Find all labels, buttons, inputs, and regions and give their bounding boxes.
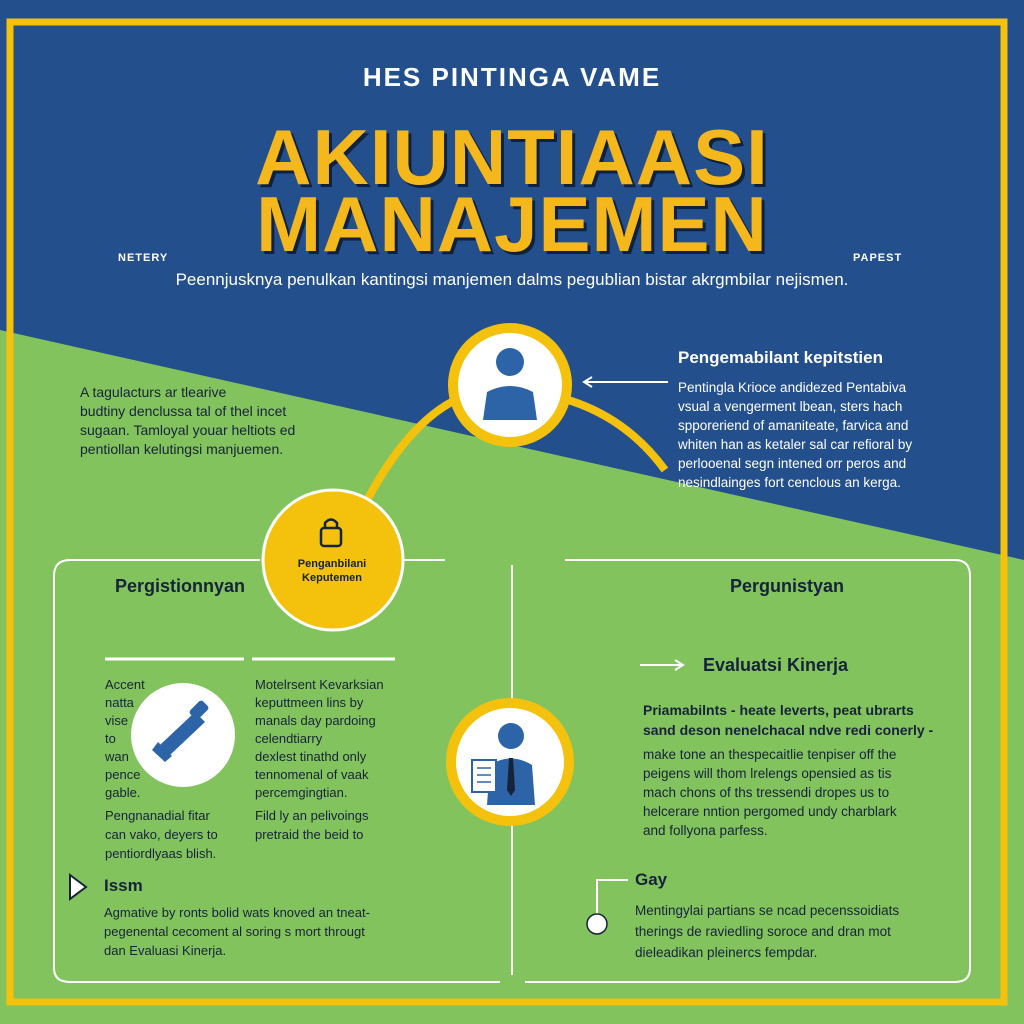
- triangle-marker: [69, 873, 88, 901]
- right-bold-line: sand deson nenelchacal ndve redi conerly…: [643, 722, 934, 738]
- right-intro-line: Pentingla Krioce andidezed Pentabiva: [678, 380, 907, 395]
- center-circle-label: Penganbilani Keputemen: [262, 557, 402, 585]
- left-col1-line: gable.: [105, 785, 141, 800]
- left-col2-line: celendtiarry: [255, 731, 323, 746]
- left-col1-bottom-line: Pengnanadial fitar: [105, 808, 210, 823]
- left-col1-line: natta: [105, 695, 134, 710]
- left-intro-line: budtiny denclussa tal of thel incet: [80, 403, 287, 419]
- title-line-2: MANAJEMEN: [256, 180, 768, 268]
- left-col1-bottom: Pengnanadial fitar can vako, deyers to p…: [105, 806, 218, 863]
- bullet-circle: [586, 913, 608, 935]
- left-intro: A tagulacturs ar tlearive budtiny denclu…: [80, 383, 295, 459]
- right-intro: Pentingla Krioce andidezed Pentabiva vsu…: [678, 378, 912, 492]
- right-body-line: helcerare nntion pergomed undy charblark: [643, 804, 897, 819]
- right-sub-line: Mentingylai partians se ncad pecenssoidi…: [635, 903, 900, 918]
- tag-right: PAPEST: [853, 252, 903, 264]
- outer-frame: [6, 18, 1008, 1006]
- left-col1-line: wan: [105, 749, 129, 764]
- right-body-line: and follyona parfess.: [643, 823, 768, 838]
- right-sub: Mentingylai partians se ncad pecenssoidi…: [635, 900, 899, 963]
- title-line-1: AKIUNTIAASI: [255, 113, 769, 201]
- right-intro-line: whiten han as ketaler sal car refioral b…: [678, 437, 913, 452]
- tag-left: NETERY: [118, 252, 169, 264]
- center-circle-label-line: Keputemen: [302, 572, 362, 584]
- person-icon: [448, 323, 572, 447]
- left-col2-line: dexlest tinathd only: [255, 749, 367, 764]
- left-col1-bottom-line: can vako, deyers to: [105, 827, 218, 842]
- supertitle: HES PINTINGA VAME: [362, 62, 662, 92]
- right-intro-line: vsual a vengerment lbean, sters hach: [678, 399, 903, 414]
- right-panel-title: Pergunistyan: [730, 576, 845, 596]
- left-col2-line: percemgingtian.: [255, 785, 348, 800]
- blue-diagonal-panel: [0, 0, 1024, 560]
- subtitle: Peennjusknya penulkan kantingsi manjemen…: [175, 270, 849, 289]
- right-sub-line: dieleadikan pleinercs fempdar.: [635, 945, 818, 960]
- right-sub-title: Gay: [635, 870, 668, 889]
- left-intro-line: A tagulacturs ar tlearive: [80, 384, 227, 400]
- center-circle-label-line: Penganbilani: [297, 558, 367, 570]
- right-intro-title: Pengemabilant kepitstien: [678, 348, 883, 367]
- businessman-document-icon: [446, 698, 574, 826]
- right-bold: Priamabilnts - heate leverts, peat ubrar…: [643, 700, 933, 740]
- right-body-line: peigens will thom lrelengs opensied as t…: [643, 766, 892, 781]
- left-col2-bottom-line: pretraid the beid to: [255, 827, 364, 842]
- left-col1-line: Accent: [105, 677, 145, 692]
- left-col1-line: vise: [105, 713, 129, 728]
- arrow-icon: [582, 376, 668, 388]
- left-sub-title: Issm: [104, 876, 143, 895]
- left-panel-title: Pergistionnyan: [115, 576, 246, 596]
- left-col1-bottom-line: pentiordlyaas blish.: [105, 846, 217, 861]
- left-sub-line: pegenental cecoment al soring s mort thr…: [104, 924, 365, 939]
- left-intro-line: sugaan. Tamloyal youar heltiots ed: [80, 422, 296, 438]
- left-intro-line: pentiollan kelutingsi manjuemen.: [80, 441, 284, 457]
- right-bold-line: Priamabilnts - heate leverts, peat ubrar…: [643, 702, 914, 718]
- right-intro-line: spporeriend of amaniteate, farvica and: [678, 418, 909, 433]
- left-col2-line: keputtmeen lins by: [255, 695, 364, 710]
- right-sub-line: therings de raviedling soroce and dran m…: [635, 924, 891, 939]
- right-body-line: make tone an thespecaitlie tenpiser off …: [643, 747, 897, 762]
- left-col2-bottom: Fild ly an pelivoings pretraid the beid …: [255, 806, 368, 844]
- right-body: make tone an thespecaitlie tenpiser off …: [643, 745, 897, 840]
- left-col2: Motelrsent Kevarksian keputtmeen lins by…: [255, 676, 384, 802]
- eval-title: Evaluatsi Kinerja: [703, 655, 849, 675]
- left-col1-line: to: [105, 731, 116, 746]
- left-sub: Agmative by ronts bolid wats knoved an t…: [104, 903, 370, 960]
- left-sub-line: Agmative by ronts bolid wats knoved an t…: [104, 905, 370, 920]
- left-col1-line: pence: [105, 767, 141, 782]
- left-panel-frame: [53, 559, 500, 983]
- lock-icon: [261, 488, 405, 632]
- right-panel-frame: [525, 559, 971, 983]
- right-intro-line: nesindlainges fort cenclous an kerga.: [678, 475, 901, 490]
- left-col2-bottom-line: Fild ly an pelivoings: [255, 808, 369, 823]
- tools-icon: [131, 683, 235, 787]
- left-col2-line: tennomenal of vaak: [255, 767, 369, 782]
- left-sub-line: dan Evaluasi Kinerja.: [104, 943, 227, 958]
- right-body-line: mach chons of ths tressendi dropes us to: [643, 785, 890, 800]
- left-col2-line: Motelrsent Kevarksian: [255, 677, 384, 692]
- left-col2-line: manals day pardoing: [255, 713, 376, 728]
- left-col1: Accent natta vise to wan pence gable.: [105, 676, 145, 802]
- right-intro-line: perlooenal segn intened orr peros and: [678, 456, 907, 471]
